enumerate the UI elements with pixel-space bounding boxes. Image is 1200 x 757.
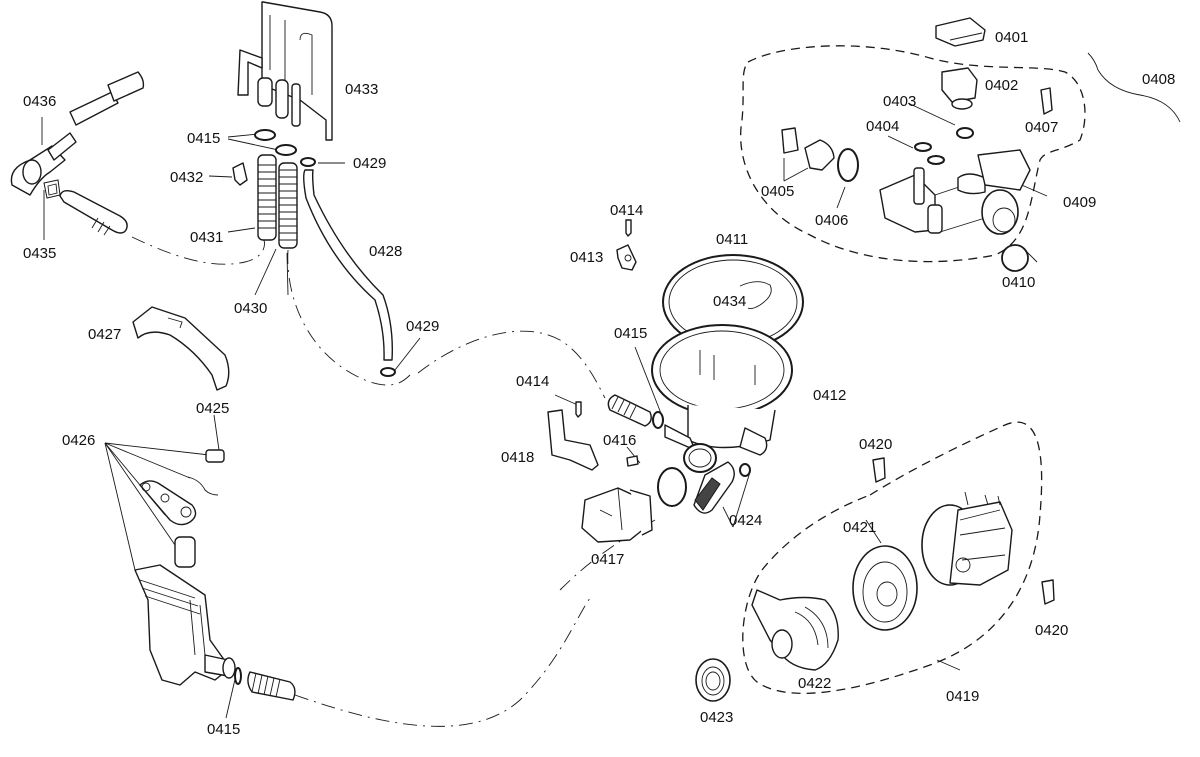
callout-0411: 0411 bbox=[716, 231, 748, 248]
callout-0416: 0416 bbox=[603, 432, 636, 449]
flow-line-0430-to-0429 bbox=[287, 249, 411, 386]
part-0422-pump-volute[interactable] bbox=[751, 589, 839, 671]
callout-0422: 0422 bbox=[798, 675, 831, 692]
part-0416-fastener[interactable] bbox=[626, 455, 639, 467]
callout-0421: 0421 bbox=[843, 519, 876, 536]
part-0426-float[interactable] bbox=[174, 536, 196, 568]
part-0415-oring-sump[interactable] bbox=[652, 411, 664, 429]
flow-line-drain-to-0431 bbox=[131, 236, 265, 265]
part-0431-corrugated-hose[interactable] bbox=[257, 154, 277, 241]
callout-0431: 0431 bbox=[190, 229, 223, 246]
callout-0436: 0436 bbox=[23, 93, 56, 110]
callout-0407: 0407 bbox=[1025, 119, 1058, 136]
callout-0415-drain: 0415 bbox=[207, 721, 240, 738]
leader-lines bbox=[41, 102, 1048, 719]
callout-0427: 0427 bbox=[88, 326, 121, 343]
part-0414-screw-top[interactable] bbox=[625, 219, 632, 237]
callout-0428: 0428 bbox=[369, 243, 402, 260]
group-outline-0409 bbox=[740, 45, 1086, 263]
callout-0433: 0433 bbox=[345, 81, 378, 98]
callout-0408: 0408 bbox=[1142, 71, 1175, 88]
callout-labels: 0401 0402 0403 0404 0405 0406 0407 0408 … bbox=[23, 29, 1175, 738]
callout-0405: 0405 bbox=[761, 183, 794, 200]
part-0415-oring-drain[interactable] bbox=[234, 667, 242, 685]
part-0423-grommet[interactable] bbox=[695, 658, 731, 702]
part-0415-oring-top-2[interactable] bbox=[275, 144, 297, 156]
part-0401-cover-cap[interactable] bbox=[935, 17, 986, 47]
part-0417-drain-pump[interactable] bbox=[581, 487, 653, 543]
part-0414-screw-lower[interactable] bbox=[575, 401, 582, 418]
part-0427-cover[interactable] bbox=[132, 306, 230, 391]
part-0402-sensor[interactable] bbox=[941, 67, 978, 110]
part-0418-retaining-bracket[interactable] bbox=[547, 409, 599, 471]
part-0425-cap[interactable] bbox=[205, 449, 225, 463]
part-drain-hose-connector[interactable] bbox=[247, 671, 296, 701]
callout-0434: 0434 bbox=[713, 293, 746, 310]
part-0420-clip-right[interactable] bbox=[1041, 579, 1055, 605]
callout-0412: 0412 bbox=[813, 387, 846, 404]
callout-0401: 0401 bbox=[995, 29, 1028, 46]
callout-0426: 0426 bbox=[62, 432, 95, 449]
callout-0425: 0425 bbox=[196, 400, 229, 417]
part-0405-heater-connector[interactable] bbox=[781, 127, 835, 171]
part-0429-clamp-top[interactable] bbox=[300, 157, 316, 167]
callout-0429-top: 0429 bbox=[353, 155, 386, 172]
part-0403-seal-ring[interactable] bbox=[956, 127, 974, 139]
part-0413-bracket[interactable] bbox=[616, 244, 637, 271]
part-0426-spring[interactable] bbox=[187, 476, 219, 496]
part-0415-oring-top-1[interactable] bbox=[254, 129, 276, 141]
part-0406-oring[interactable] bbox=[837, 148, 859, 182]
callout-0423: 0423 bbox=[700, 709, 733, 726]
callout-0410: 0410 bbox=[1002, 274, 1035, 291]
callout-0417: 0417 bbox=[591, 551, 624, 568]
part-0404-seal-ring[interactable] bbox=[914, 142, 932, 152]
callout-0420-right: 0420 bbox=[1035, 622, 1068, 639]
part-0424-hose-with-seal[interactable] bbox=[693, 461, 751, 514]
part-0435-clamp[interactable] bbox=[43, 179, 61, 199]
flow-line-drain-pump-hose bbox=[294, 597, 591, 727]
callout-0418: 0418 bbox=[501, 449, 534, 466]
callout-0415-sump: 0415 bbox=[614, 325, 647, 342]
callout-0413: 0413 bbox=[570, 249, 603, 266]
part-circulation-pump-motor[interactable] bbox=[921, 491, 1013, 586]
part-0436-drain-hose-elbow[interactable] bbox=[10, 71, 145, 196]
part-0428-reinforced-hose[interactable] bbox=[303, 169, 393, 361]
part-0412-sump-pot[interactable] bbox=[651, 324, 793, 473]
part-0432-clip[interactable] bbox=[232, 162, 248, 186]
callout-0415-top: 0415 bbox=[187, 130, 220, 147]
callout-0420-top: 0420 bbox=[859, 436, 892, 453]
callout-0432: 0432 bbox=[170, 169, 203, 186]
part-0436-hose-section[interactable] bbox=[59, 189, 128, 236]
part-0426-float-switch-housing[interactable] bbox=[134, 564, 236, 686]
part-0408-wire-lead[interactable] bbox=[1087, 52, 1181, 123]
callout-0403: 0403 bbox=[883, 93, 916, 110]
part-0410-hose-clamp[interactable] bbox=[1001, 244, 1038, 272]
callout-0409: 0409 bbox=[1063, 194, 1096, 211]
group-outline-0419 bbox=[742, 421, 1043, 695]
callout-0414-lower: 0414 bbox=[516, 373, 549, 390]
part-0421-impeller-housing[interactable] bbox=[852, 545, 918, 631]
callout-0430: 0430 bbox=[234, 300, 267, 317]
part-0433-inlet-manifold[interactable] bbox=[237, 1, 333, 141]
part-0404-seal-ring-2[interactable] bbox=[927, 155, 945, 165]
callout-0414-top: 0414 bbox=[610, 202, 643, 219]
part-0430-corrugated-hose[interactable] bbox=[278, 162, 298, 249]
part-oring-large[interactable] bbox=[657, 467, 687, 507]
callout-0424: 0424 bbox=[729, 512, 762, 529]
callout-0435: 0435 bbox=[23, 245, 56, 262]
callout-0404: 0404 bbox=[866, 118, 899, 135]
flow-line-0429-to-sump bbox=[417, 330, 606, 399]
part-0420-clip-top[interactable] bbox=[872, 457, 886, 483]
part-0434-spring-clip[interactable] bbox=[739, 281, 772, 310]
part-0426-lever[interactable] bbox=[139, 480, 197, 526]
callout-0402: 0402 bbox=[985, 77, 1018, 94]
callout-0429-bottom: 0429 bbox=[406, 318, 439, 335]
part-0407-clip[interactable] bbox=[1040, 87, 1053, 115]
part-sump-corrugated-hose[interactable] bbox=[607, 394, 652, 427]
part-0429-clamp-bottom[interactable] bbox=[380, 367, 396, 377]
part-0409-valve-heater-body[interactable] bbox=[879, 149, 1031, 235]
callout-0419: 0419 bbox=[946, 688, 979, 705]
callout-0406: 0406 bbox=[815, 212, 848, 229]
